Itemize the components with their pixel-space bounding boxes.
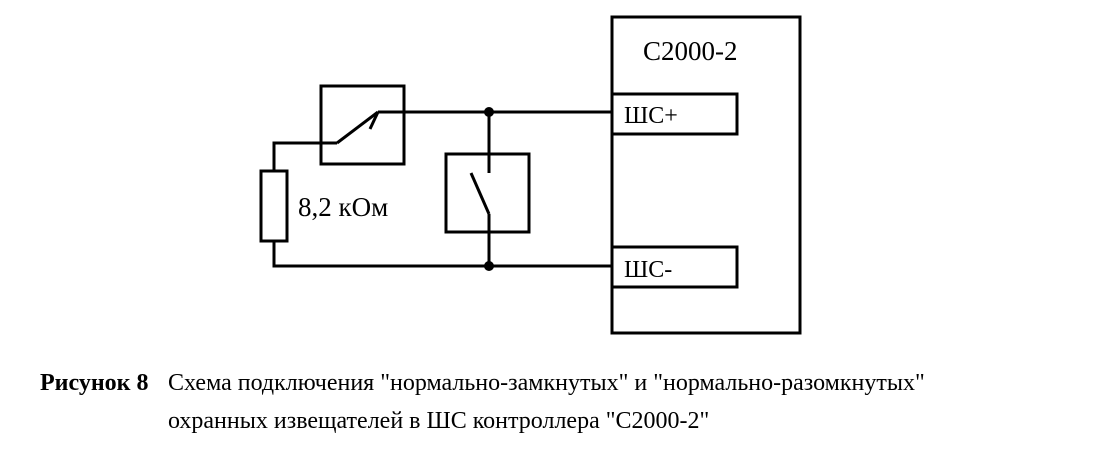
wire-nc-to-resistor (272, 141, 337, 171)
wire-bottom (272, 241, 612, 268)
terminal-plus-label: ШС+ (624, 103, 678, 129)
figure-caption: Рисунок 8 Схема подключения "нормально-з… (40, 364, 1090, 440)
controller-title: С2000-2 (643, 36, 738, 66)
wiring-diagram: С2000-2 ШС+ ШС- 8,2 кОм (259, 15, 802, 335)
no-contact-lever (469, 172, 491, 215)
junction-dot-bottom (484, 261, 494, 271)
caption-text-line2: охранных извещателей в ШС контроллера "С… (168, 408, 710, 434)
nc-detector-box (319, 84, 406, 166)
caption-label: Рисунок 8 (40, 370, 149, 396)
nc-contact-stop (368, 111, 380, 130)
terminal-minus-label: ШС- (624, 257, 672, 283)
resistor (259, 169, 289, 243)
controller-box (610, 15, 802, 335)
nc-contact-lever (336, 110, 379, 145)
terminal-plus-box (610, 92, 739, 136)
caption-first-line: Рисунок 8 Схема подключения "нормально-з… (40, 364, 1090, 402)
resistor-label: 8,2 кОм (298, 192, 388, 222)
caption-text-line1: Схема подключения "нормально-замкнутых" … (168, 370, 925, 396)
junction-dot-top (484, 107, 494, 117)
